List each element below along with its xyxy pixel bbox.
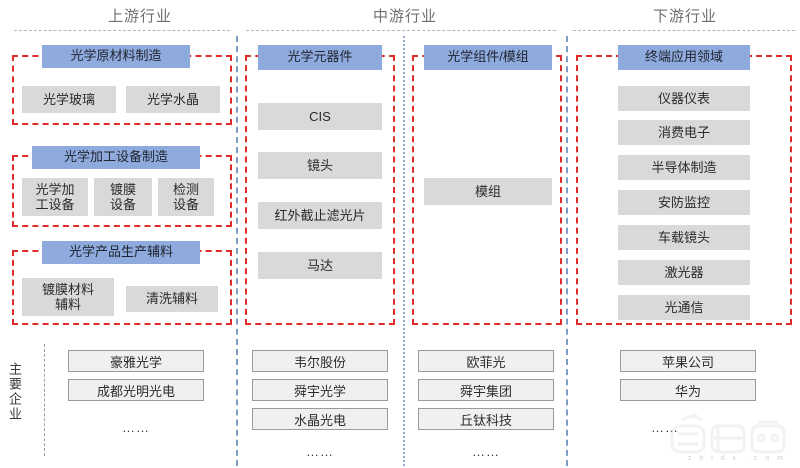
group-header-upstream-consumables[interactable]: 光学产品生产辅料 (42, 241, 200, 264)
item-midstream-ir-cut-filter[interactable]: 红外截止滤光片 (258, 202, 382, 229)
column-header-downstream: 下游行业 (652, 8, 717, 25)
item-upstream-inspection-equipment[interactable]: 检测 设备 (158, 178, 214, 216)
divider-midstream-downstream (566, 36, 568, 466)
company-downstream-apple[interactable]: 苹果公司 (620, 350, 756, 372)
company-midstream-sunny-optical[interactable]: 舜宇光学 (252, 379, 388, 401)
item-downstream-automotive-lens[interactable]: 车载镜头 (618, 225, 750, 250)
item-upstream-processing-equipment[interactable]: 光学加 工设备 (22, 178, 88, 216)
group-header-upstream-equipment[interactable]: 光学加工设备制造 (32, 146, 200, 169)
ellipsis-downstream: …… (651, 420, 679, 435)
header-rule-midstream (246, 30, 556, 31)
group-header-midstream-modules[interactable]: 光学组件/模组 (424, 45, 552, 70)
ellipsis-midstream-components: …… (306, 444, 334, 459)
company-midstream-ofilm[interactable]: 欧菲光 (418, 350, 554, 372)
item-upstream-optical-glass[interactable]: 光学玻璃 (22, 86, 116, 113)
item-midstream-lens[interactable]: 镜头 (258, 152, 382, 179)
ellipsis-midstream-modules: …… (472, 444, 500, 459)
company-midstream-q-tech[interactable]: 丘钛科技 (418, 408, 554, 430)
item-midstream-module[interactable]: 模组 (424, 178, 552, 205)
company-upstream-cdgm[interactable]: 成都光明光电 (68, 379, 204, 401)
company-upstream-hoya[interactable]: 豪雅光学 (68, 350, 204, 372)
item-upstream-optical-crystal[interactable]: 光学水晶 (126, 86, 220, 113)
item-upstream-coating-equipment[interactable]: 镀膜 设备 (94, 178, 152, 216)
item-upstream-cleaning-consumables[interactable]: 清洗辅料 (126, 286, 218, 312)
group-header-upstream-materials[interactable]: 光学原材料制造 (42, 45, 190, 68)
item-midstream-cis[interactable]: CIS (258, 103, 382, 130)
column-header-midstream: 中游行业 (372, 8, 437, 25)
header-rule-upstream (14, 30, 230, 31)
company-downstream-huawei[interactable]: 华为 (620, 379, 756, 401)
divider-midstream-inner (403, 36, 405, 466)
side-label-rule (44, 344, 45, 456)
group-frame-midstream-components (245, 55, 395, 325)
watermark-domain: z h i d x . c o m (687, 455, 786, 462)
header-rule-downstream (573, 30, 795, 31)
column-header-upstream: 上游行业 (107, 8, 172, 25)
item-downstream-instruments[interactable]: 仪器仪表 (618, 86, 750, 111)
item-downstream-security-monitoring[interactable]: 安防监控 (618, 190, 750, 215)
item-upstream-coating-material[interactable]: 镀膜材料 辅料 (22, 278, 114, 316)
item-downstream-semiconductor[interactable]: 半导体制造 (618, 155, 750, 180)
group-header-midstream-components[interactable]: 光学元器件 (258, 45, 382, 70)
ellipsis-upstream: …… (122, 420, 150, 435)
company-midstream-crystal-optech[interactable]: 水晶光电 (252, 408, 388, 430)
item-downstream-laser[interactable]: 激光器 (618, 260, 750, 285)
company-midstream-sunny-group[interactable]: 舜宇集团 (418, 379, 554, 401)
item-downstream-consumer-electronics[interactable]: 消费电子 (618, 120, 750, 145)
item-midstream-motor[interactable]: 马达 (258, 252, 382, 279)
side-label-main-companies: 主要企业 (7, 362, 22, 422)
group-header-downstream-applications[interactable]: 终端应用领域 (618, 45, 750, 70)
divider-upstream-midstream (236, 36, 238, 466)
company-midstream-willsemi[interactable]: 韦尔股份 (252, 350, 388, 372)
item-downstream-optical-communication[interactable]: 光通信 (618, 295, 750, 320)
